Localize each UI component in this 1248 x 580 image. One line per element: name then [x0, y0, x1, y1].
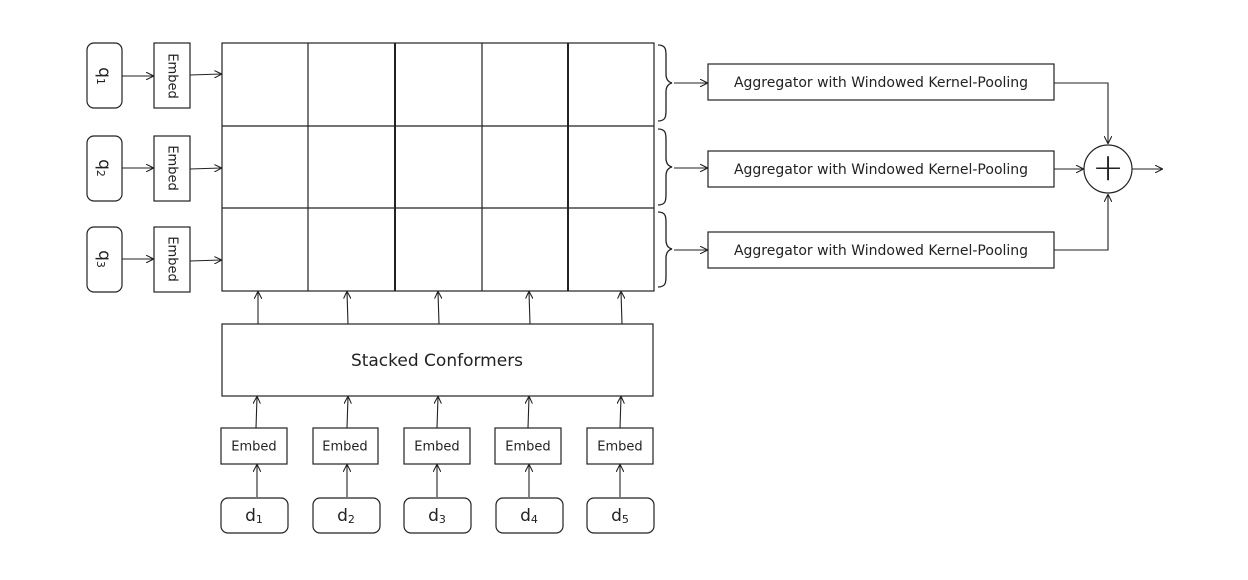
svg-text:q1: q1 [94, 67, 114, 85]
embed-label: Embed [165, 236, 180, 281]
arrow-conformer-to-col-2 [347, 292, 348, 325]
conformer-label: Stacked Conformers [351, 351, 523, 371]
document-letter: d [245, 506, 256, 526]
aggregator-2: Aggregator with Windowed Kernel-Pooling [707, 150, 1055, 188]
arrow-conformer-to-col-5 [621, 292, 622, 325]
row-brace-1 [657, 44, 673, 122]
document-2: d2 [312, 497, 381, 534]
arrow-embed-3-to-grid [189, 260, 221, 261]
svg-text:q3: q3 [94, 250, 114, 268]
document-letter: d [337, 506, 348, 526]
svg-text:d5: d5 [611, 506, 629, 526]
arrow-aggregator-3-to-sum [1054, 195, 1108, 251]
document-4: d4 [495, 497, 564, 534]
document-box [220, 497, 289, 534]
aggregator-1: Aggregator with Windowed Kernel-Pooling [707, 63, 1055, 101]
query-letter: q [94, 67, 114, 78]
svg-text:d4: d4 [520, 506, 538, 526]
svg-text:d3: d3 [428, 506, 446, 526]
interaction-matrix [221, 42, 655, 292]
row-braces [657, 44, 673, 288]
doc-embed-1: Embed [220, 427, 288, 465]
svg-text:q2: q2 [94, 159, 114, 177]
document-5: d5 [586, 497, 655, 534]
arrow-aggregator-1-to-sum [1054, 82, 1108, 143]
stacked-conformers: Stacked Conformers [221, 323, 654, 397]
embed-label: Embed [322, 440, 367, 455]
doc-embed-2: Embed [312, 427, 379, 465]
arrow-embed-2-to-grid [189, 168, 221, 169]
embed-label: Embed [597, 440, 642, 455]
aggregator-label: Aggregator with Windowed Kernel-Pooling [734, 75, 1028, 91]
arrow-conformer-to-col-4 [529, 292, 530, 325]
arrow-embed-1-to-grid [189, 74, 221, 75]
row-brace-3 [657, 211, 673, 288]
query-1: q1 [86, 42, 123, 109]
query-3: q3 [86, 226, 123, 293]
arrow-embed-4-to-conformer [528, 397, 529, 429]
embed-to-conformer-arrows [256, 397, 621, 429]
embed-label: Embed [505, 440, 550, 455]
query-subscript: 2 [94, 170, 107, 177]
aggregator-3: Aggregator with Windowed Kernel-Pooling [707, 231, 1055, 269]
svg-text:d1: d1 [245, 506, 263, 526]
conformer-to-grid-arrows [258, 292, 622, 325]
sum-node: + [1083, 144, 1133, 194]
embed-label: Embed [414, 440, 459, 455]
query-letter: q [94, 159, 114, 170]
plus-icon: + [1092, 146, 1124, 190]
document-1: d1 [220, 497, 289, 534]
query-embed-2: Embed [153, 135, 191, 202]
query-subscript: 3 [94, 261, 107, 268]
matrix-border [221, 42, 655, 292]
aggregator-label: Aggregator with Windowed Kernel-Pooling [734, 243, 1028, 259]
document-box [586, 497, 655, 534]
arrow-embed-2-to-conformer [347, 397, 348, 429]
document-subscript: 4 [531, 513, 538, 526]
document-letter: d [520, 506, 531, 526]
doc-embed-4: Embed [494, 427, 562, 465]
query-embed-3: Embed [153, 226, 191, 293]
arrow-embed-5-to-conformer [620, 397, 621, 429]
arrow-embed-1-to-conformer [256, 397, 257, 429]
embed-label: Embed [165, 145, 180, 190]
arrow-embed-3-to-conformer [437, 397, 438, 429]
document-letter: d [611, 506, 622, 526]
doc-embed-5: Embed [586, 427, 654, 465]
document-box [495, 497, 564, 534]
doc-embed-3: Embed [403, 427, 471, 465]
svg-text:d2: d2 [337, 506, 355, 526]
document-subscript: 1 [256, 513, 263, 526]
document-subscript: 5 [622, 513, 629, 526]
doc-to-embed-arrows [257, 465, 620, 497]
row-brace-2 [657, 128, 673, 206]
document-subscript: 3 [439, 513, 446, 526]
query-subscript: 1 [94, 78, 107, 85]
document-letter: d [428, 506, 439, 526]
arrow-conformer-to-col-3 [438, 292, 439, 325]
document-subscript: 2 [348, 513, 355, 526]
document-box [312, 497, 381, 534]
embed-label: Embed [165, 53, 180, 98]
embed-label: Embed [231, 440, 276, 455]
query-embed-1: Embed [153, 42, 191, 109]
document-box [403, 497, 472, 534]
query-letter: q [94, 250, 114, 261]
document-3: d3 [403, 497, 472, 534]
query-2: q2 [86, 135, 123, 202]
aggregator-label: Aggregator with Windowed Kernel-Pooling [734, 162, 1028, 178]
